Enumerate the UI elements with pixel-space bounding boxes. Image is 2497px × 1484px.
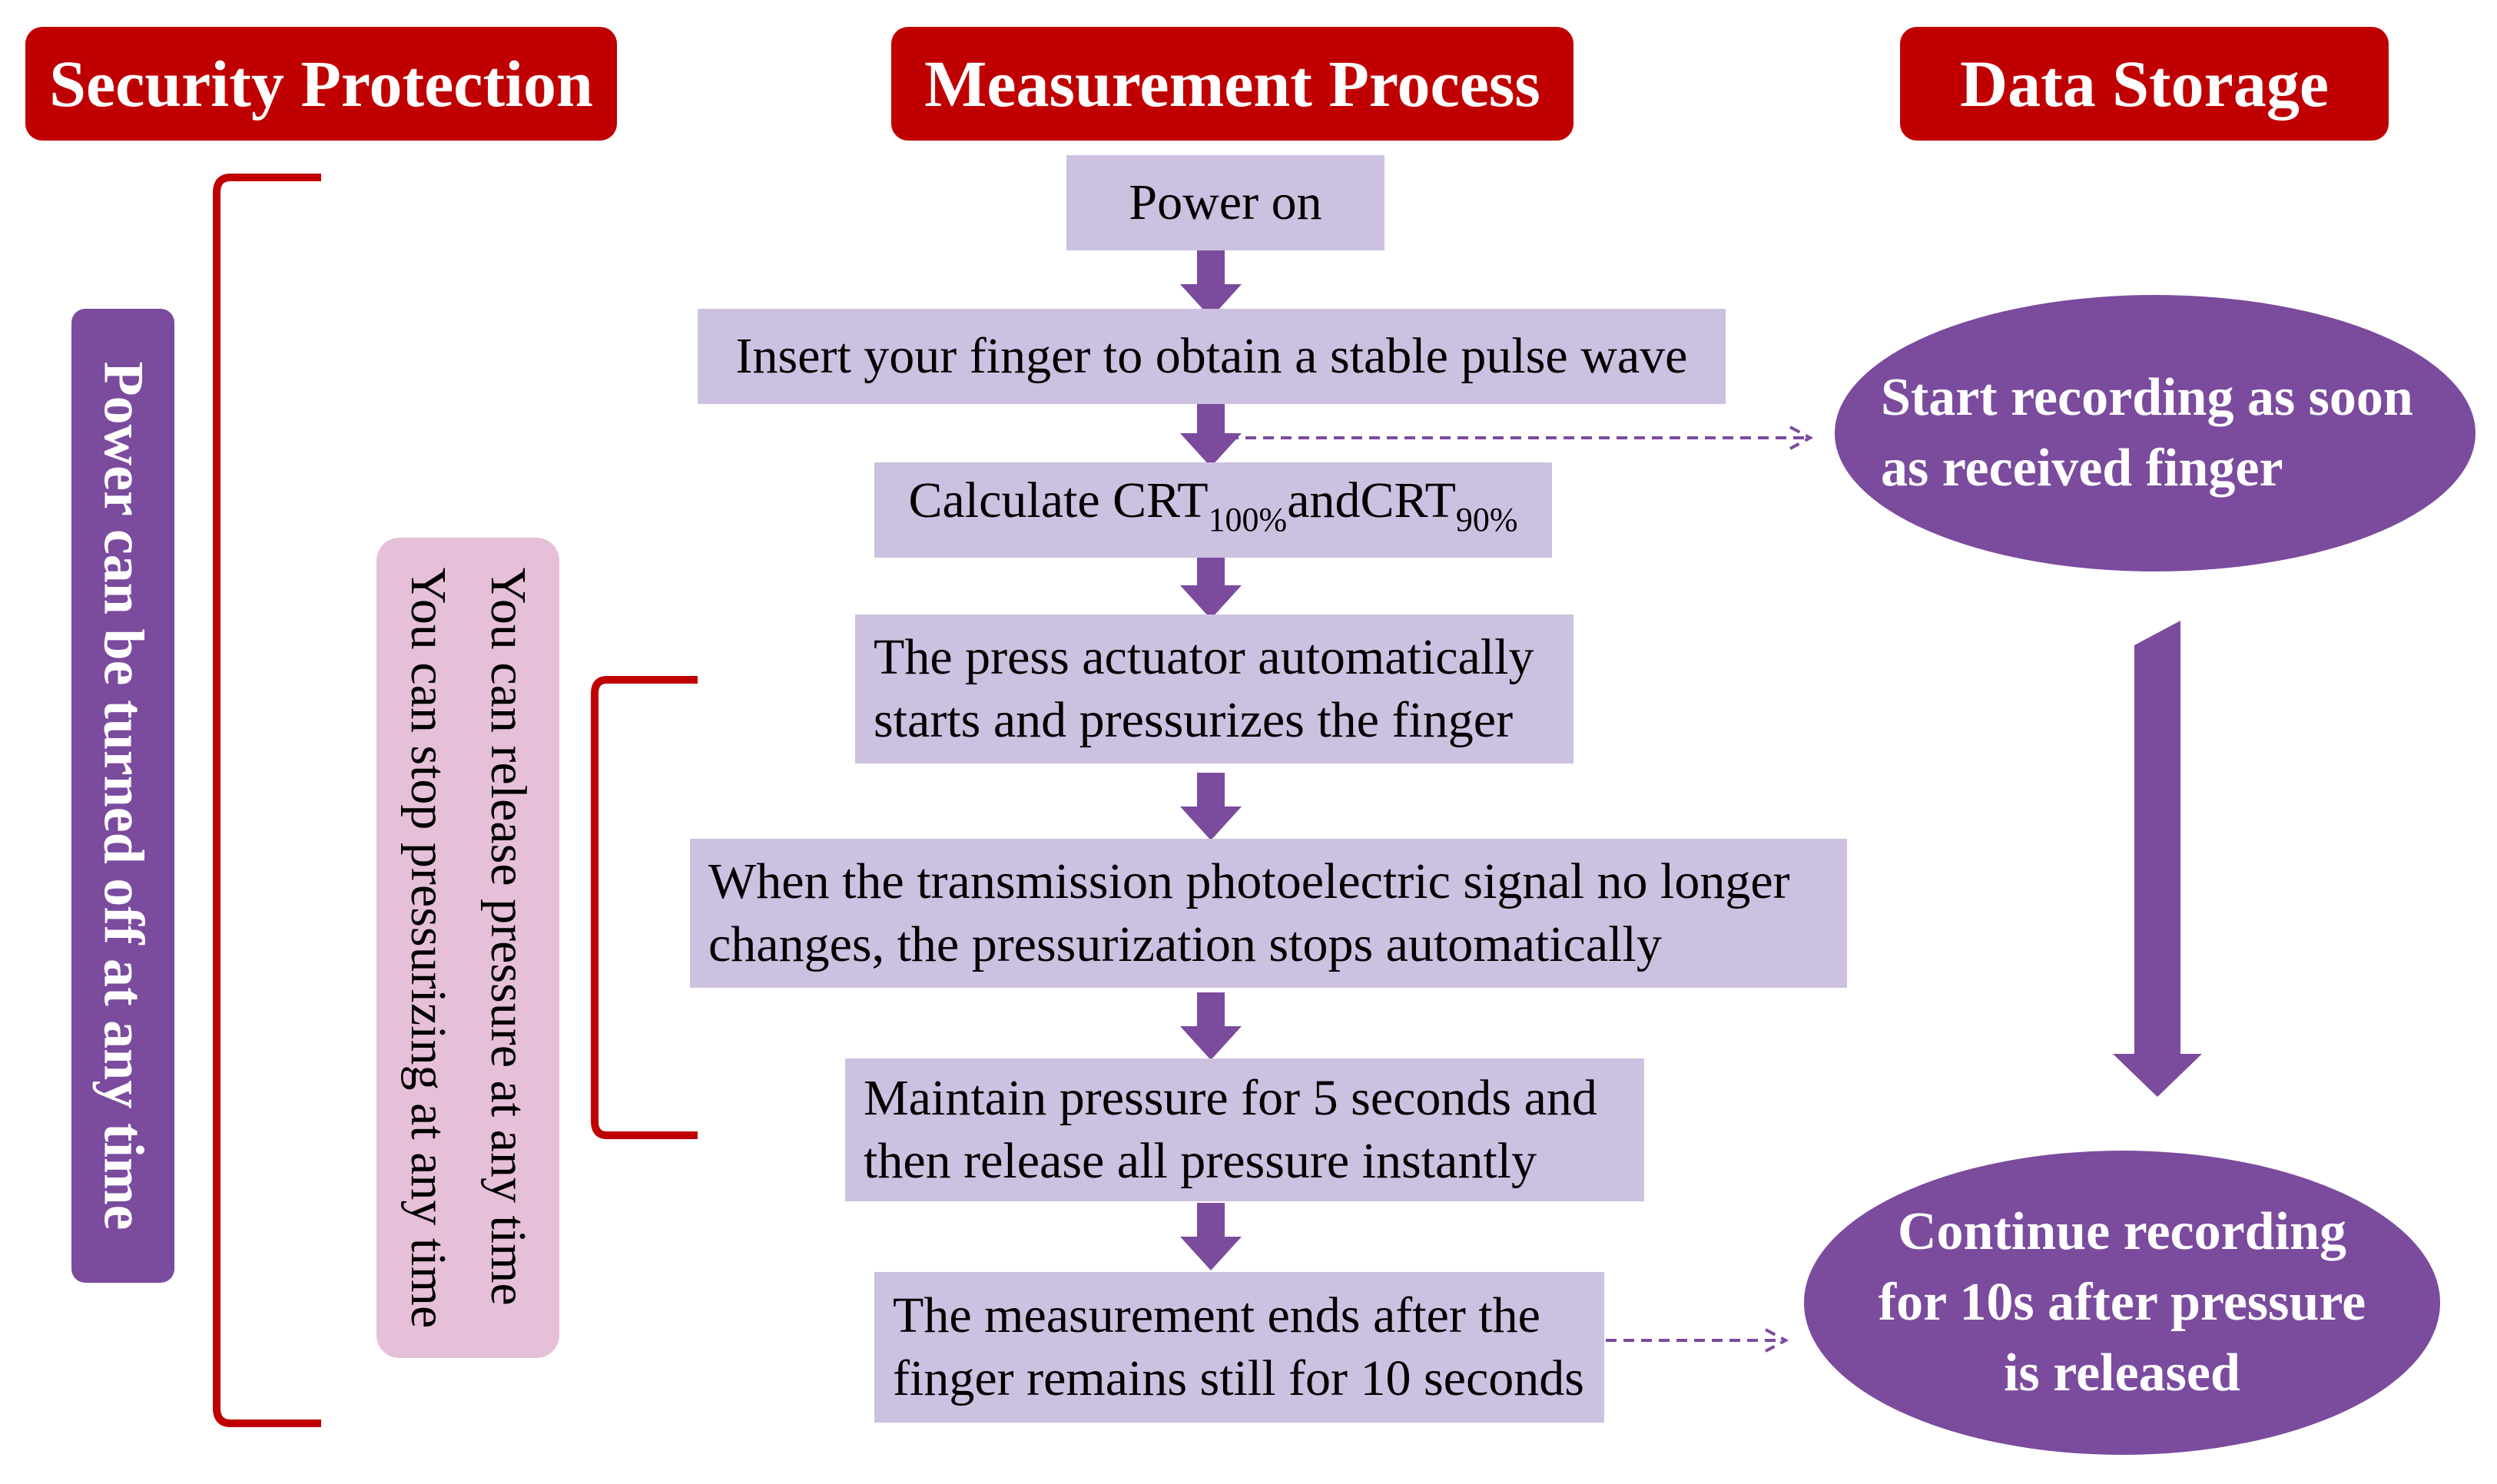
step-press-actuator-line2: starts and pressurizes the finger — [874, 692, 1514, 748]
step-measurement-ends-line1: The measurement ends after the — [893, 1287, 1540, 1343]
arrow-down-5 — [1180, 992, 1242, 1060]
pressure-stop-line: You can stop pressurizing at any time — [400, 567, 456, 1329]
storage-arrow-down — [2111, 621, 2202, 1097]
storage-continue-line1: Continue recording — [1898, 1202, 2346, 1261]
crt-subscript-90: 90% — [1455, 500, 1518, 538]
dashed-connector-start — [1228, 426, 1814, 450]
header-data-storage: Data Storage — [1900, 27, 2389, 141]
step-insert-finger: Insert your finger to obtain a stable pu… — [698, 309, 1726, 404]
storage-continue-line3: is released — [2004, 1343, 2240, 1403]
storage-start-line1: Start recording as soon — [1881, 368, 2413, 427]
arrow-down-4 — [1180, 773, 1242, 840]
step-maintain-release-line1: Maintain pressure for 5 seconds and — [864, 1070, 1597, 1126]
security-bracket — [213, 174, 321, 1427]
pressure-release-line: You can release pressure at any time — [480, 567, 536, 1306]
header-security-protection: Security Protection — [25, 27, 617, 141]
security-power-off-bar: Power can be turned off at any time — [71, 309, 174, 1283]
step-maintain-release-line2: then release all pressure instantly — [864, 1133, 1537, 1189]
crt-prefix: Calculate CRT — [908, 472, 1209, 528]
storage-start-recording: Start recording as soon as received fing… — [1835, 295, 2475, 571]
storage-continue-line2: for 10s after pressure — [1878, 1273, 2366, 1332]
step-power-on-label: Power on — [1129, 174, 1322, 230]
step-measurement-ends-line2: finger remains still for 10 seconds — [893, 1350, 1584, 1406]
step-power-on: Power on — [1066, 155, 1384, 250]
pressure-bracket — [591, 676, 698, 1139]
header-measurement-process: Measurement Process — [891, 27, 1573, 141]
step-signal-stops: When the transmission photoelectric sign… — [690, 839, 1847, 988]
security-power-off-text: Power can be turned off at any time — [91, 361, 155, 1231]
arrow-down-6 — [1180, 1203, 1242, 1270]
pressure-control-text: You can release pressure at any time You… — [388, 568, 548, 1328]
arrow-down-3 — [1180, 552, 1242, 619]
step-insert-finger-label: Insert your finger to obtain a stable pu… — [735, 328, 1688, 384]
step-press-actuator-line1: The press actuator automatically — [874, 629, 1534, 685]
arrow-down-1 — [1180, 250, 1242, 318]
step-signal-stops-line1: When the transmission photoelectric sign… — [708, 853, 1790, 909]
crt-mid: andCRT — [1287, 472, 1456, 528]
step-maintain-release: Maintain pressure for 5 seconds and then… — [845, 1058, 1644, 1201]
step-calculate-crt-label: Calculate CRT100%andCRT90% — [908, 469, 1517, 552]
step-measurement-ends: The measurement ends after the finger re… — [874, 1272, 1604, 1423]
pressure-control-note: You can release pressure at any time You… — [376, 538, 559, 1358]
storage-start-line2: as received finger — [1881, 439, 2283, 498]
storage-continue-recording: Continue recording for 10s after pressur… — [1804, 1151, 2440, 1455]
step-press-actuator: The press actuator automatically starts … — [855, 614, 1573, 764]
step-signal-stops-line2: changes, the pressurization stops automa… — [708, 916, 1662, 972]
crt-subscript-100: 100% — [1208, 500, 1288, 538]
dashed-connector-continue — [1606, 1328, 1789, 1353]
arrow-down-2 — [1180, 399, 1242, 467]
step-calculate-crt: Calculate CRT100%andCRT90% — [874, 462, 1552, 558]
